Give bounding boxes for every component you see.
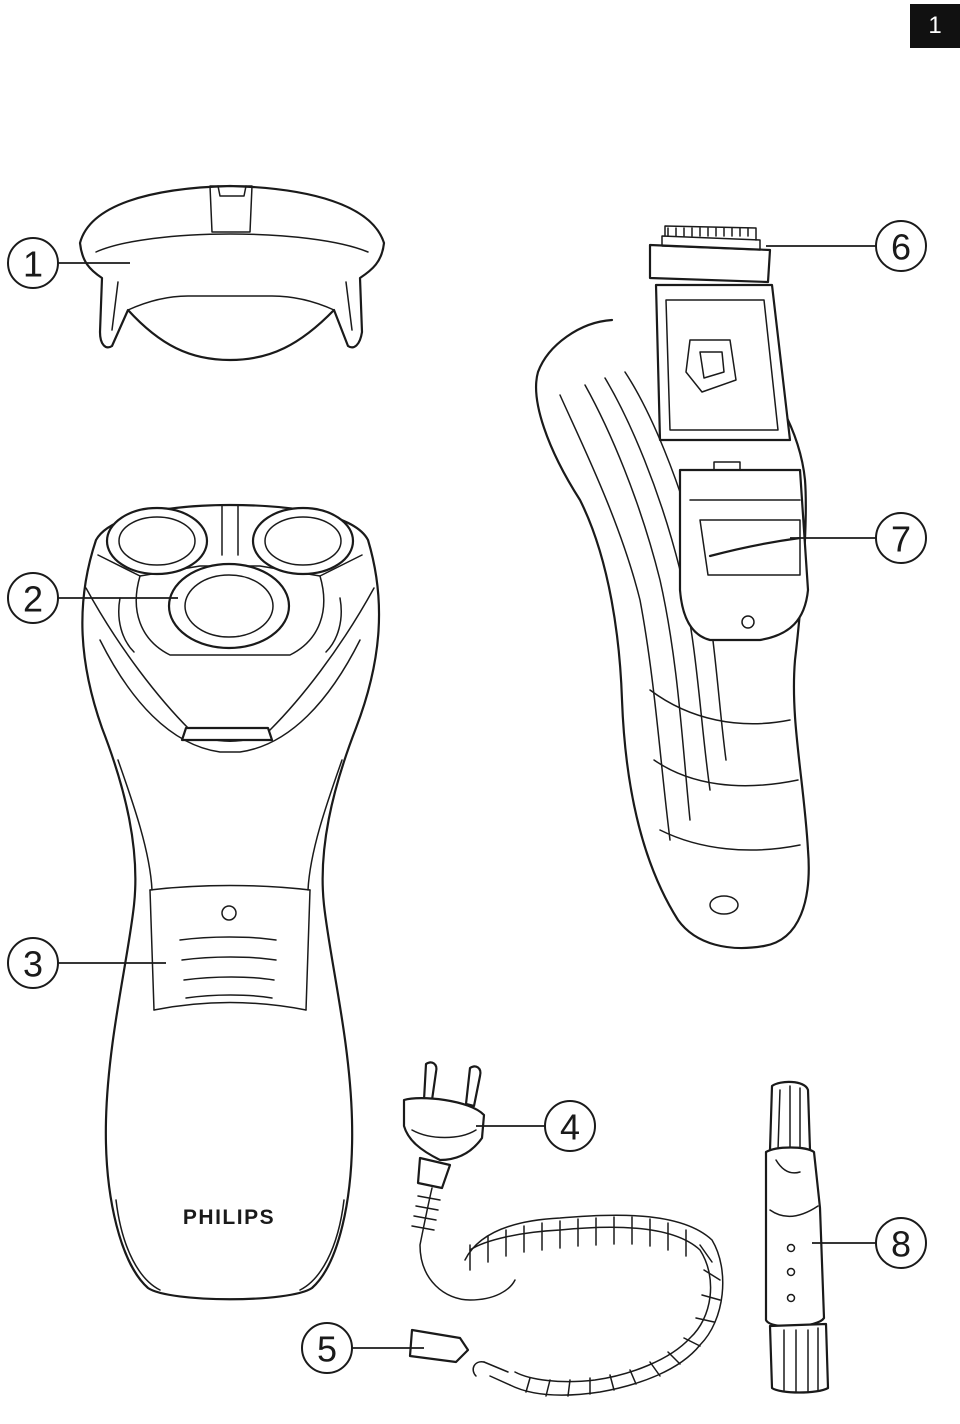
callout-5-number: 5 <box>317 1329 337 1370</box>
callout-1-number: 1 <box>23 244 43 285</box>
callout-8-number: 8 <box>891 1224 911 1265</box>
callout-1: 1 <box>7 237 59 289</box>
cleaning-brush <box>764 1080 830 1394</box>
callout-6: 6 <box>875 220 927 272</box>
callout-3-number: 3 <box>23 944 43 985</box>
protection-cap <box>78 184 386 362</box>
callout-2: 2 <box>7 572 59 624</box>
callout-8: 8 <box>875 1217 927 1269</box>
shaver-body: PHILIPS <box>81 503 381 1301</box>
callout-2-number: 2 <box>23 579 43 620</box>
callout-3: 3 <box>7 937 59 989</box>
callout-6-number: 6 <box>891 227 911 268</box>
page-number-badge: 1 <box>910 4 960 48</box>
callout-4-number: 4 <box>560 1107 580 1148</box>
callout-4: 4 <box>544 1100 596 1152</box>
brand-logo-text: PHILIPS <box>183 1206 275 1229</box>
callout-5: 5 <box>301 1322 353 1374</box>
callout-7: 7 <box>875 512 927 564</box>
shaver-side-view <box>535 225 810 950</box>
power-plug-and-cord <box>402 1061 724 1397</box>
callout-7-number: 7 <box>891 519 911 560</box>
